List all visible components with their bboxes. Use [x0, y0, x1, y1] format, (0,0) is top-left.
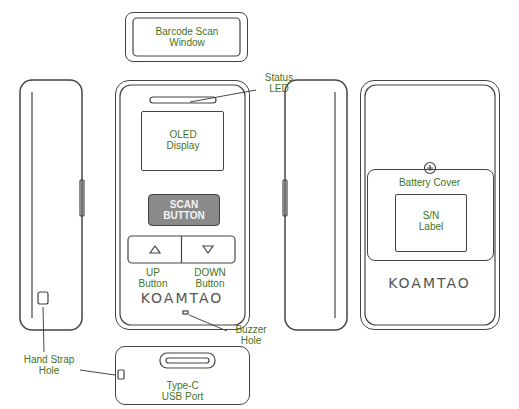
leader-line: [189, 315, 227, 331]
left-side-view: [20, 80, 82, 330]
callout-label: Status LED: [256, 72, 302, 94]
device-part: SCAN BUTTON: [148, 194, 220, 226]
side-button: [80, 180, 84, 216]
front-inner-outline: [120, 85, 245, 325]
side-seam: [334, 92, 335, 318]
part-label: OLED Display: [162, 129, 204, 151]
callout-label: UP Button: [133, 267, 173, 289]
device-part: Barcode Scan Window: [125, 12, 248, 62]
part-label: Battery Cover: [368, 177, 491, 188]
part-label: KOAMTAO: [126, 291, 238, 306]
scan-window-outline: [133, 18, 240, 56]
side-seam: [31, 92, 32, 318]
leader-line: [190, 90, 256, 102]
buzzer-hole: [183, 311, 188, 314]
device-part: S/N Label: [395, 194, 467, 252]
callout-label: Hand Strap Hole: [17, 354, 81, 376]
callout-label: Buzzer Hole: [228, 324, 274, 346]
leader-line: [80, 370, 115, 375]
part-label: Type-C USB Port: [156, 380, 209, 402]
cover-screw: [425, 163, 436, 174]
screw-slot: [427, 165, 433, 171]
part-label: S/N Label: [411, 210, 451, 232]
device-part: Battery CoverS/N Label: [367, 169, 494, 261]
device-part: KOAMTAO OLED DisplaySCAN BUTTON: [115, 80, 250, 330]
part-label: SCAN BUTTON: [159, 199, 209, 221]
up-arrow-symbol: [150, 246, 160, 253]
device-part: OLED Display: [141, 111, 224, 171]
leader-line: [43, 307, 44, 352]
back-inner-outline: [365, 85, 495, 325]
usb-c-tongue: [166, 358, 209, 363]
nav-buttons: [128, 236, 235, 263]
part-label: Barcode Scan Window: [147, 26, 227, 48]
hand-strap-hole: [38, 292, 48, 304]
callout-label: DOWN Button: [184, 267, 236, 289]
part-label: KOAMTAO: [371, 276, 488, 291]
side-button: [283, 180, 287, 216]
button-divider: [181, 236, 182, 263]
hand-strap-hole: [118, 370, 124, 379]
usb-c-port: [160, 353, 215, 368]
status-led-slot: [150, 97, 216, 103]
device-part: Type-C USB Port: [115, 346, 250, 405]
down-arrow-symbol: [203, 246, 213, 253]
device-part: KOAMTAO Battery CoverS/N Label: [360, 80, 500, 330]
right-side-view: [285, 80, 347, 330]
